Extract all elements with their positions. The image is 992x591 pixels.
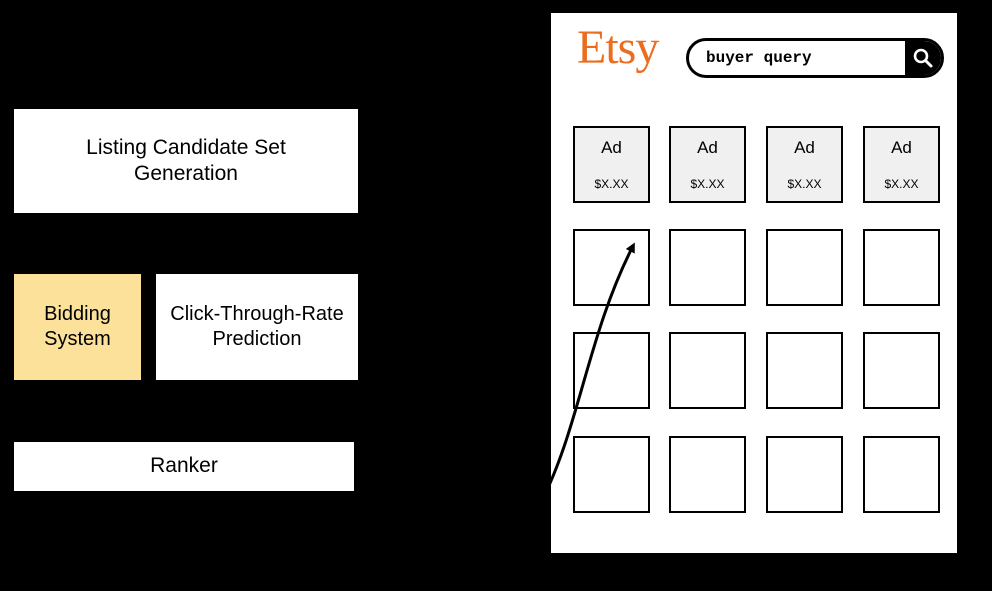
ad-label: Ad [891,138,912,157]
listing-tile[interactable] [863,332,940,409]
ctr-prediction-box: Click-Through-Rate Prediction [154,272,360,382]
search-icon [913,48,933,68]
etsy-logo: Etsy [577,21,659,74]
ad-tile[interactable]: Ad $X.XX [863,126,940,203]
ad-label: Ad [794,138,815,157]
listing-tile[interactable] [573,229,650,306]
ad-price: $X.XX [787,177,822,191]
ad-price: $X.XX [884,177,919,191]
listing-tile[interactable] [669,436,746,513]
listing-tile[interactable] [863,229,940,306]
bidding-system-box: Bidding System [12,272,143,382]
listing-tile[interactable] [573,332,650,409]
search-button[interactable] [905,41,941,75]
search-bar[interactable]: buyer query [686,38,944,78]
ad-tile[interactable]: Ad $X.XX [766,126,843,203]
ad-label: Ad [697,138,718,157]
ranker-label: Ranker [150,454,218,478]
bidding-system-label: Bidding System [44,303,111,350]
ranker-box: Ranker [12,440,356,493]
candidate-generation-box: Listing Candidate Set Generation [12,107,360,215]
search-input[interactable]: buyer query [706,49,812,67]
listing-tile[interactable] [863,436,940,513]
ad-label: Ad [601,138,622,157]
listing-tile[interactable] [669,332,746,409]
listing-tile[interactable] [669,229,746,306]
ad-price: $X.XX [594,177,629,191]
listing-tile[interactable] [766,229,843,306]
ad-tile[interactable]: Ad $X.XX [573,126,650,203]
listing-tile[interactable] [573,436,650,513]
ad-price: $X.XX [690,177,725,191]
listing-tile[interactable] [766,436,843,513]
listing-tile[interactable] [766,332,843,409]
ctr-prediction-label: Click-Through-Rate Prediction [170,303,344,350]
candidate-generation-label: Listing Candidate Set Generation [86,135,286,185]
ad-tile[interactable]: Ad $X.XX [669,126,746,203]
